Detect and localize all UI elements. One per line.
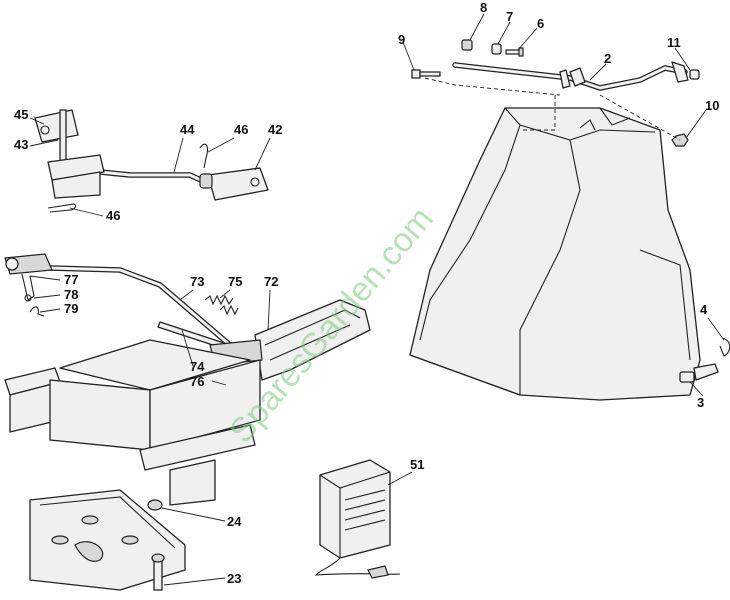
clip-4	[719, 337, 730, 357]
callout-24: 24	[227, 514, 242, 529]
bag-frame-rod	[452, 61, 689, 91]
screw-6	[505, 47, 524, 57]
hinge-bracket-45	[34, 109, 105, 199]
callout-78: 78	[64, 287, 78, 302]
callout-9: 9	[398, 32, 405, 47]
callout-51: 51	[410, 457, 424, 472]
callout-45: 45	[14, 107, 28, 122]
callout-10: 10	[705, 98, 719, 113]
chassis-frame	[4, 339, 261, 506]
pin-3	[679, 363, 719, 383]
callout-6: 6	[537, 16, 544, 31]
battery-tray	[29, 489, 186, 591]
clip-79	[29, 306, 45, 317]
cap-11	[689, 69, 700, 80]
callout-23: 23	[227, 571, 241, 586]
bolt-23	[151, 553, 165, 591]
callout-46-lower: 46	[106, 208, 120, 223]
bracket-42	[199, 167, 269, 201]
battery-charger-51	[314, 459, 401, 579]
split-pin-46-upper	[199, 143, 209, 169]
callout-7: 7	[506, 9, 513, 24]
spring-75	[204, 294, 239, 316]
assembly-line-10	[599, 94, 681, 141]
callout-76: 76	[190, 374, 204, 389]
grass-catcher-bag	[409, 107, 701, 401]
callout-72: 72	[264, 274, 278, 289]
nut-8	[461, 39, 473, 51]
callout-42: 42	[268, 122, 282, 137]
bolt-9	[411, 69, 441, 79]
callout-43: 43	[14, 137, 28, 152]
callout-8: 8	[480, 0, 487, 15]
callout-11: 11	[667, 35, 681, 50]
callout-44: 44	[180, 122, 195, 137]
callout-73: 73	[190, 274, 204, 289]
callout-4: 4	[700, 302, 708, 317]
split-pin-46-lower	[47, 203, 77, 213]
callout-3: 3	[697, 395, 704, 410]
callout-labels: 8 7 6 9 2 11 10 45 43 44 46 42 46 77 78 …	[14, 0, 719, 586]
callout-79: 79	[64, 301, 78, 316]
assembly-line-2	[520, 95, 556, 131]
lever-73	[4, 253, 233, 348]
callout-75: 75	[228, 274, 242, 289]
callout-74: 74	[190, 359, 205, 374]
watermark-text: SparesGarden.com	[222, 200, 441, 450]
assembly-line-9	[424, 77, 561, 96]
clip-77-78	[21, 273, 35, 302]
callout-2: 2	[604, 51, 611, 66]
spacer-7	[491, 43, 502, 55]
leader-lines	[29, 13, 725, 586]
callout-46-upper: 46	[234, 122, 248, 137]
nut-24	[147, 499, 163, 511]
callout-77: 77	[64, 272, 78, 287]
